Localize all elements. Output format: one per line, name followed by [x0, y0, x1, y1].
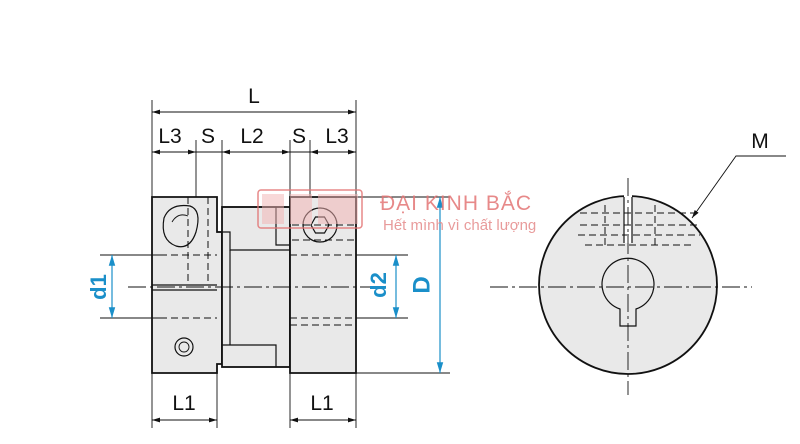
watermark-logo-block: [262, 194, 284, 224]
hex-socket: [310, 216, 330, 234]
dim-label-L3-left: L3: [158, 125, 181, 148]
side-view: [128, 196, 385, 374]
end-view: M: [490, 130, 786, 395]
dim-label-d1: d1: [86, 274, 111, 300]
watermark-logo-block: [290, 194, 312, 224]
dim-label-L2: L2: [240, 125, 263, 148]
spacer-step-inner: [217, 231, 290, 251]
clamp-hole-left: [162, 204, 199, 248]
spacer-step-bottom: [222, 344, 277, 367]
spacer-step-top: [222, 206, 290, 246]
dim-label-L: L: [248, 85, 260, 108]
watermark-company-name: ĐẠI KINH BẮC: [380, 191, 532, 215]
watermark-slogan: Hết mình vì chất lượng: [383, 217, 536, 234]
set-screw-bottom: [174, 337, 194, 357]
end-view-bore-keyway: [601, 257, 655, 327]
clamp-hole-shading: [171, 214, 189, 223]
leader-line-M: [691, 155, 786, 219]
dim-label-L1-right: L1: [310, 392, 333, 415]
set-screw-inner: [178, 341, 190, 353]
dim-label-d2: d2: [366, 272, 391, 298]
dim-label-S-left: S: [201, 125, 215, 148]
watermark: ĐẠI KINH BẮC Hết mình vì chất lượng: [257, 189, 536, 234]
dim-label-L3-right: L3: [325, 125, 348, 148]
watermark-logo: [257, 189, 363, 229]
side-view-dimensions: L L3 S L2 S L3 L1 L1 d1 d2 D: [86, 85, 450, 428]
dim-label-S-right: S: [292, 125, 306, 148]
dim-label-M: M: [751, 130, 769, 153]
watermark-logo-block: [318, 194, 358, 224]
dim-label-L1-left: L1: [172, 392, 195, 415]
watermark-logo-frame: [257, 189, 363, 229]
dim-label-D: D: [408, 276, 435, 293]
